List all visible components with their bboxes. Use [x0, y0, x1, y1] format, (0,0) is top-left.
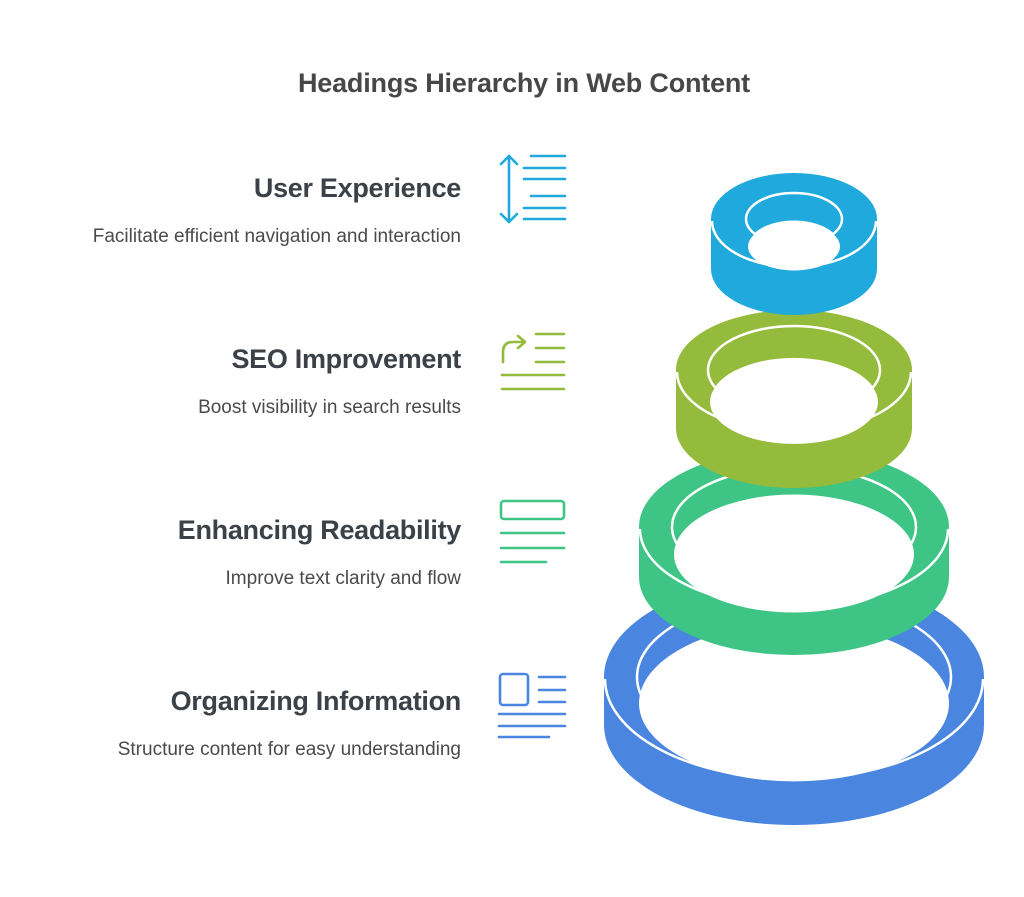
- item-description: Boost visibility in search results: [198, 397, 461, 418]
- item-seo-improvement: SEO Improvement Boost visibility in sear…: [1, 343, 461, 420]
- item-organizing-information: Organizing Information Structure content…: [1, 685, 462, 762]
- ring-hole-opening: [710, 357, 878, 414]
- ring-inner-outline: [744, 191, 844, 247]
- ring-seo-improvement: [675, 310, 913, 488]
- item-heading: SEO Improvement: [231, 344, 461, 374]
- ring-inner-outline: [706, 324, 882, 416]
- item-heading: User Experience: [253, 173, 461, 203]
- item-heading: Enhancing Readability: [177, 515, 462, 545]
- ring-hole-opening: [639, 623, 949, 757]
- line-height-icon: [499, 154, 567, 224]
- ring-enhancing-readability: [638, 449, 950, 655]
- text-indent-arrow-icon: [500, 332, 566, 391]
- item-description: Improve text clarity and flow: [225, 568, 461, 589]
- item-description: Structure content for easy understanding: [117, 739, 461, 760]
- diagram-title: Headings Hierarchy in Web Content: [298, 68, 750, 98]
- item-description: Facilitate efficient navigation and inte…: [92, 226, 461, 247]
- ring-hole-opening: [748, 220, 840, 245]
- item-heading: Organizing Information: [170, 686, 462, 716]
- item-user-experience: User Experience Facilitate efficient nav…: [1, 172, 462, 249]
- ring-user-experience: [710, 173, 878, 315]
- image-text-layout-icon: [497, 672, 567, 739]
- text-block-icon: [499, 499, 566, 564]
- ring-organizing-information: [603, 577, 985, 825]
- item-enhancing-readability: Enhancing Readability Improve text clari…: [1, 514, 462, 591]
